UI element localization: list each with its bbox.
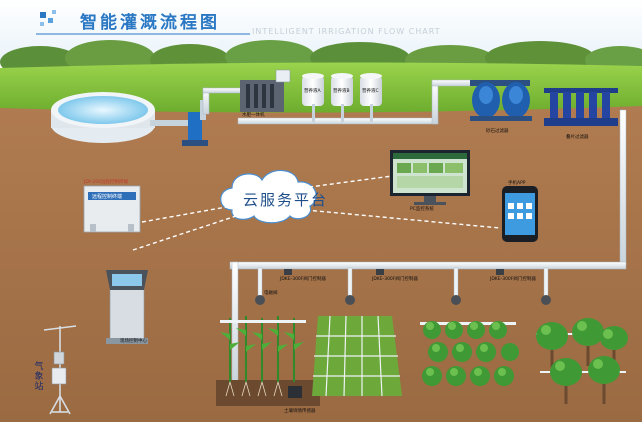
controller-box-title: JDY-200远程控制终端 — [84, 180, 128, 185]
page-title: 智能灌溉流程图 — [80, 13, 220, 33]
field-orchard — [536, 318, 628, 404]
valve-controller-b-label: JDKE-300F阀门控制器 — [372, 277, 418, 282]
valve-controllers — [284, 269, 504, 275]
controller-box-face: 远程控制终端 — [92, 194, 123, 200]
disc-filters — [544, 88, 618, 126]
controller-box-shape — [83, 185, 141, 233]
field-corn — [216, 316, 320, 406]
control-kiosk — [106, 270, 148, 344]
solenoid-label: 电磁阀 — [264, 291, 278, 296]
valve-controller-c-label: JDKE-300F阀门控制器 — [490, 277, 536, 282]
weather-station-label: 气象站 — [34, 362, 44, 392]
soil-sensor-label: 土壤墒情传感器 — [284, 409, 316, 414]
tank-3-label: 营养液C — [362, 89, 379, 94]
pc-monitor — [390, 150, 470, 205]
tank-2-label: 营养液B — [333, 89, 350, 94]
field-shrubs — [420, 321, 519, 386]
fertilizer-tanks — [302, 73, 382, 122]
solenoid-valves — [255, 295, 551, 305]
network-links — [132, 175, 501, 251]
field-vegetables — [312, 315, 402, 397]
weather-station — [43, 325, 77, 415]
cloud-shape — [220, 169, 317, 224]
fertigation-unit — [240, 69, 291, 112]
sand-filter-label: 砂石过滤器 — [486, 129, 509, 134]
disc-filter-label: 叠片过滤器 — [566, 135, 589, 140]
reservoir-pool — [51, 92, 155, 143]
kiosk-label: 现场控制中心 — [120, 339, 147, 344]
header-deco — [36, 10, 250, 35]
sand-filters — [470, 80, 532, 121]
page-subtitle: INTELLIGENT IRRIGATION FLOW CHART — [252, 27, 441, 36]
phone-label: 手机APP — [508, 181, 526, 186]
tank-1-label: 营养液A — [304, 89, 321, 94]
cloud-label: 云服务平台 — [243, 191, 329, 209]
fert-system-label: 水肥一体机 — [242, 113, 265, 118]
main-pipes — [202, 79, 627, 383]
smartphone — [502, 186, 538, 242]
pc-label: PC监控系统 — [410, 207, 434, 212]
valve-controller-a-label: JDKE-300F阀门控制器 — [280, 277, 326, 282]
